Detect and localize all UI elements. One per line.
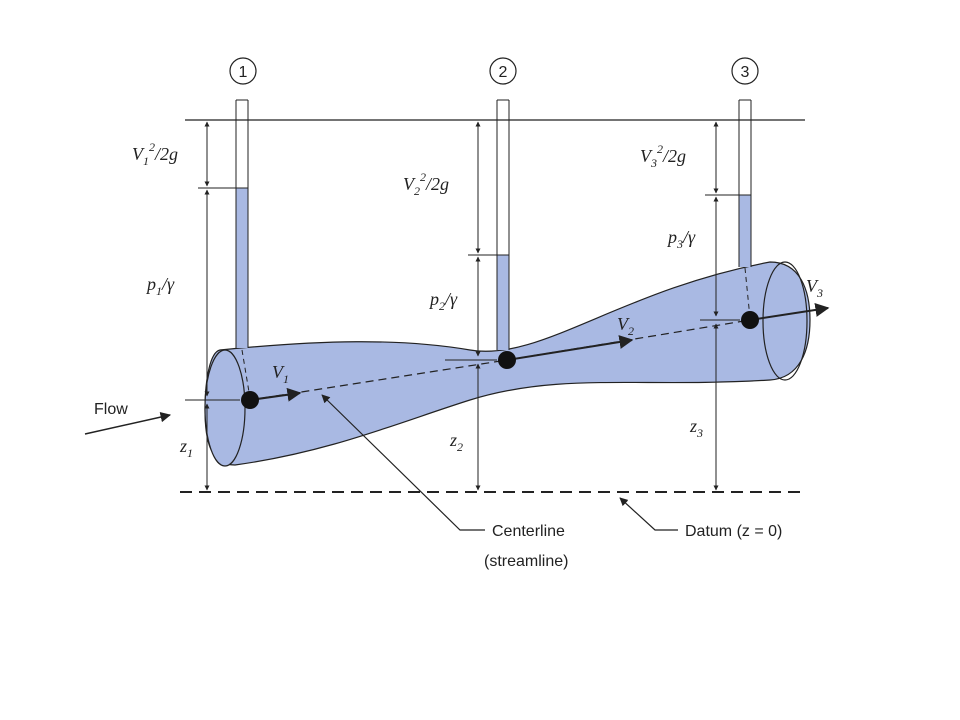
dim-station-1 <box>185 121 240 491</box>
v2-arrow <box>506 335 634 361</box>
piezometer-1 <box>235 99 249 348</box>
station-3-marker: 3 <box>731 57 759 85</box>
velocity-2-label: V2 <box>617 314 634 338</box>
flow-arrow <box>84 411 172 435</box>
dim-station-2 <box>445 121 497 491</box>
v3-arrow <box>749 302 830 321</box>
velocity-head-3-label: V32/2g <box>640 142 686 170</box>
point-2 <box>498 351 516 369</box>
velocity-1-label: V1 <box>272 362 289 386</box>
datum-label: Datum (z = 0) <box>685 523 782 540</box>
elevation-1-label: z1 <box>179 436 193 460</box>
station-2-marker: 2 <box>489 57 517 85</box>
piezometer-3 <box>738 99 752 267</box>
centerline-label: Centerline <box>492 523 565 540</box>
inlet-end <box>204 349 246 467</box>
velocity-3-label: V3 <box>806 276 823 300</box>
flow-label: Flow <box>94 401 128 418</box>
streamline-label: (streamline) <box>484 553 568 570</box>
pressure-head-1-label: p1/γ <box>145 274 175 298</box>
pressure-head-3-label: p3/γ <box>666 227 696 251</box>
velocity-head-2-label: V22/2g <box>403 170 449 198</box>
station-1-label: 1 <box>239 64 248 81</box>
point-3 <box>741 311 759 329</box>
station-3-label: 3 <box>741 64 750 81</box>
datum-leader <box>619 497 678 531</box>
piezometer-2 <box>496 99 510 350</box>
pressure-head-2-label: p2/γ <box>428 289 458 313</box>
centerline-leader <box>321 394 485 531</box>
tube-1-dash <box>241 349 251 399</box>
velocity-head-1-label: V12/2g <box>132 140 178 168</box>
outlet-end <box>762 261 808 381</box>
elevation-2-label: z2 <box>449 430 463 454</box>
point-1 <box>241 391 259 409</box>
dim-station-3 <box>700 121 740 491</box>
station-2-label: 2 <box>499 64 508 81</box>
station-1-marker: 1 <box>229 57 257 85</box>
elevation-3-label: z3 <box>689 416 703 440</box>
